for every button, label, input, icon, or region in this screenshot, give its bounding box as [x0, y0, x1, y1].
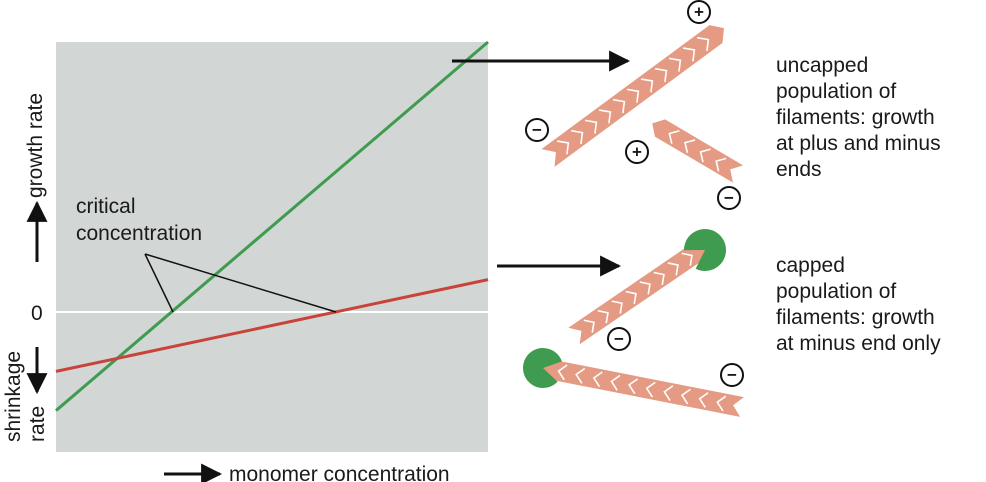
- subunit-chevron: [654, 67, 668, 83]
- svg-text:+: +: [694, 3, 704, 22]
- subunit-chevron: [684, 139, 696, 154]
- subunit-chevron: [680, 388, 691, 405]
- caption-capped-line: population of: [776, 280, 896, 303]
- subunit-chevron: [628, 378, 639, 395]
- svg-text:−: −: [614, 330, 624, 349]
- subunit-chevron: [653, 271, 665, 285]
- subunit-chevron: [575, 367, 586, 384]
- caption-capped-line: filaments: growth: [776, 306, 935, 329]
- svg-text:−: −: [532, 121, 542, 140]
- subunit-chevron: [639, 281, 651, 295]
- subunit-chevron: [640, 78, 654, 93]
- subunit-chevron: [557, 364, 568, 381]
- subunit-chevron: [668, 129, 680, 144]
- subunit-chevron: [583, 319, 595, 333]
- subunit-chevron: [570, 129, 584, 145]
- zero-tick-label: 0: [31, 302, 43, 325]
- rate-plot: critical concentration: [55, 40, 489, 452]
- annotation-pointer-uncapped: [144, 253, 174, 313]
- filament-illustrations: [523, 25, 744, 417]
- minus-end-icon: −: [720, 363, 744, 387]
- end-badges: + − + − − −: [525, 0, 744, 387]
- caption-uncapped: uncapped population of filaments: growth…: [776, 54, 941, 181]
- subunit-chevron: [612, 98, 626, 114]
- subunit-chevron: [598, 109, 612, 124]
- annotation-pointer-capped: [144, 253, 337, 313]
- minus-end-icon: −: [607, 327, 631, 351]
- subunit-chevron: [645, 381, 656, 398]
- subunit-chevron: [699, 148, 711, 163]
- svg-text:−: −: [724, 189, 734, 208]
- subunit-chevron: [592, 371, 603, 388]
- subunit-chevron: [716, 395, 727, 412]
- subunit-chevron: [696, 36, 710, 52]
- y-axis-label-growth: growth rate: [24, 93, 47, 198]
- filament-capped-lower: [539, 359, 744, 417]
- subunit-chevron: [663, 385, 674, 401]
- capping-protein-lower: [523, 347, 562, 388]
- caption-capped: capped population of filaments: growth a…: [776, 254, 941, 355]
- subunit-chevron: [626, 88, 640, 103]
- filament-uncapped-short-body: [652, 119, 744, 183]
- subunit-chevron: [715, 157, 727, 172]
- subunit-chevron: [556, 140, 570, 155]
- plus-end-icon: +: [625, 140, 649, 164]
- plus-end-icon: +: [687, 0, 711, 24]
- minus-end-icon: −: [525, 118, 549, 142]
- filament-uncapped-short: [652, 119, 744, 183]
- subunit-chevron: [611, 300, 623, 314]
- caption-capped-line: at minus end only: [776, 332, 941, 355]
- x-axis: monomer concentration: [164, 463, 450, 482]
- annotation-label-line1: critical: [76, 195, 136, 218]
- filament-capped-upper-body: [568, 241, 708, 345]
- subunit-chevron: [668, 57, 682, 72]
- plot-background: [56, 42, 488, 452]
- y-axis-label-rate: rate: [26, 406, 49, 442]
- caption-uncapped-line: filaments: growth: [776, 106, 935, 129]
- annotation-label-line2: concentration: [76, 222, 202, 245]
- subunit-chevron: [698, 392, 709, 408]
- subunit-chevron: [682, 47, 696, 62]
- subunit-chevron: [584, 119, 598, 134]
- filament-uncapped-long: [541, 25, 724, 167]
- x-axis-label: monomer concentration: [229, 463, 450, 482]
- filament-capped-upper: [568, 241, 708, 345]
- caption-uncapped-line: at plus and minus: [776, 132, 941, 155]
- caption-uncapped-line: population of: [776, 80, 896, 103]
- minus-end-icon: −: [717, 186, 741, 210]
- subunit-chevron: [597, 309, 609, 324]
- caption-uncapped-line: ends: [776, 158, 822, 181]
- subunit-chevron: [667, 262, 679, 276]
- subunit-chevron: [625, 290, 637, 305]
- svg-text:+: +: [632, 143, 642, 162]
- svg-text:−: −: [727, 366, 737, 385]
- caption-uncapped-line: uncapped: [776, 54, 868, 77]
- capping-protein-upper: [684, 229, 727, 271]
- y-axis-label-shrinkage: shrinkage: [2, 351, 25, 442]
- caption-capped-line: capped: [776, 254, 845, 277]
- subunit-chevron: [610, 374, 621, 391]
- subunit-chevron: [681, 252, 693, 266]
- series-line-capped: [55, 278, 489, 373]
- y-axis: growth rate 0 shrinkage rate: [2, 93, 49, 442]
- series-line-uncapped: [55, 40, 489, 412]
- filament-capped-lower-body: [539, 359, 744, 417]
